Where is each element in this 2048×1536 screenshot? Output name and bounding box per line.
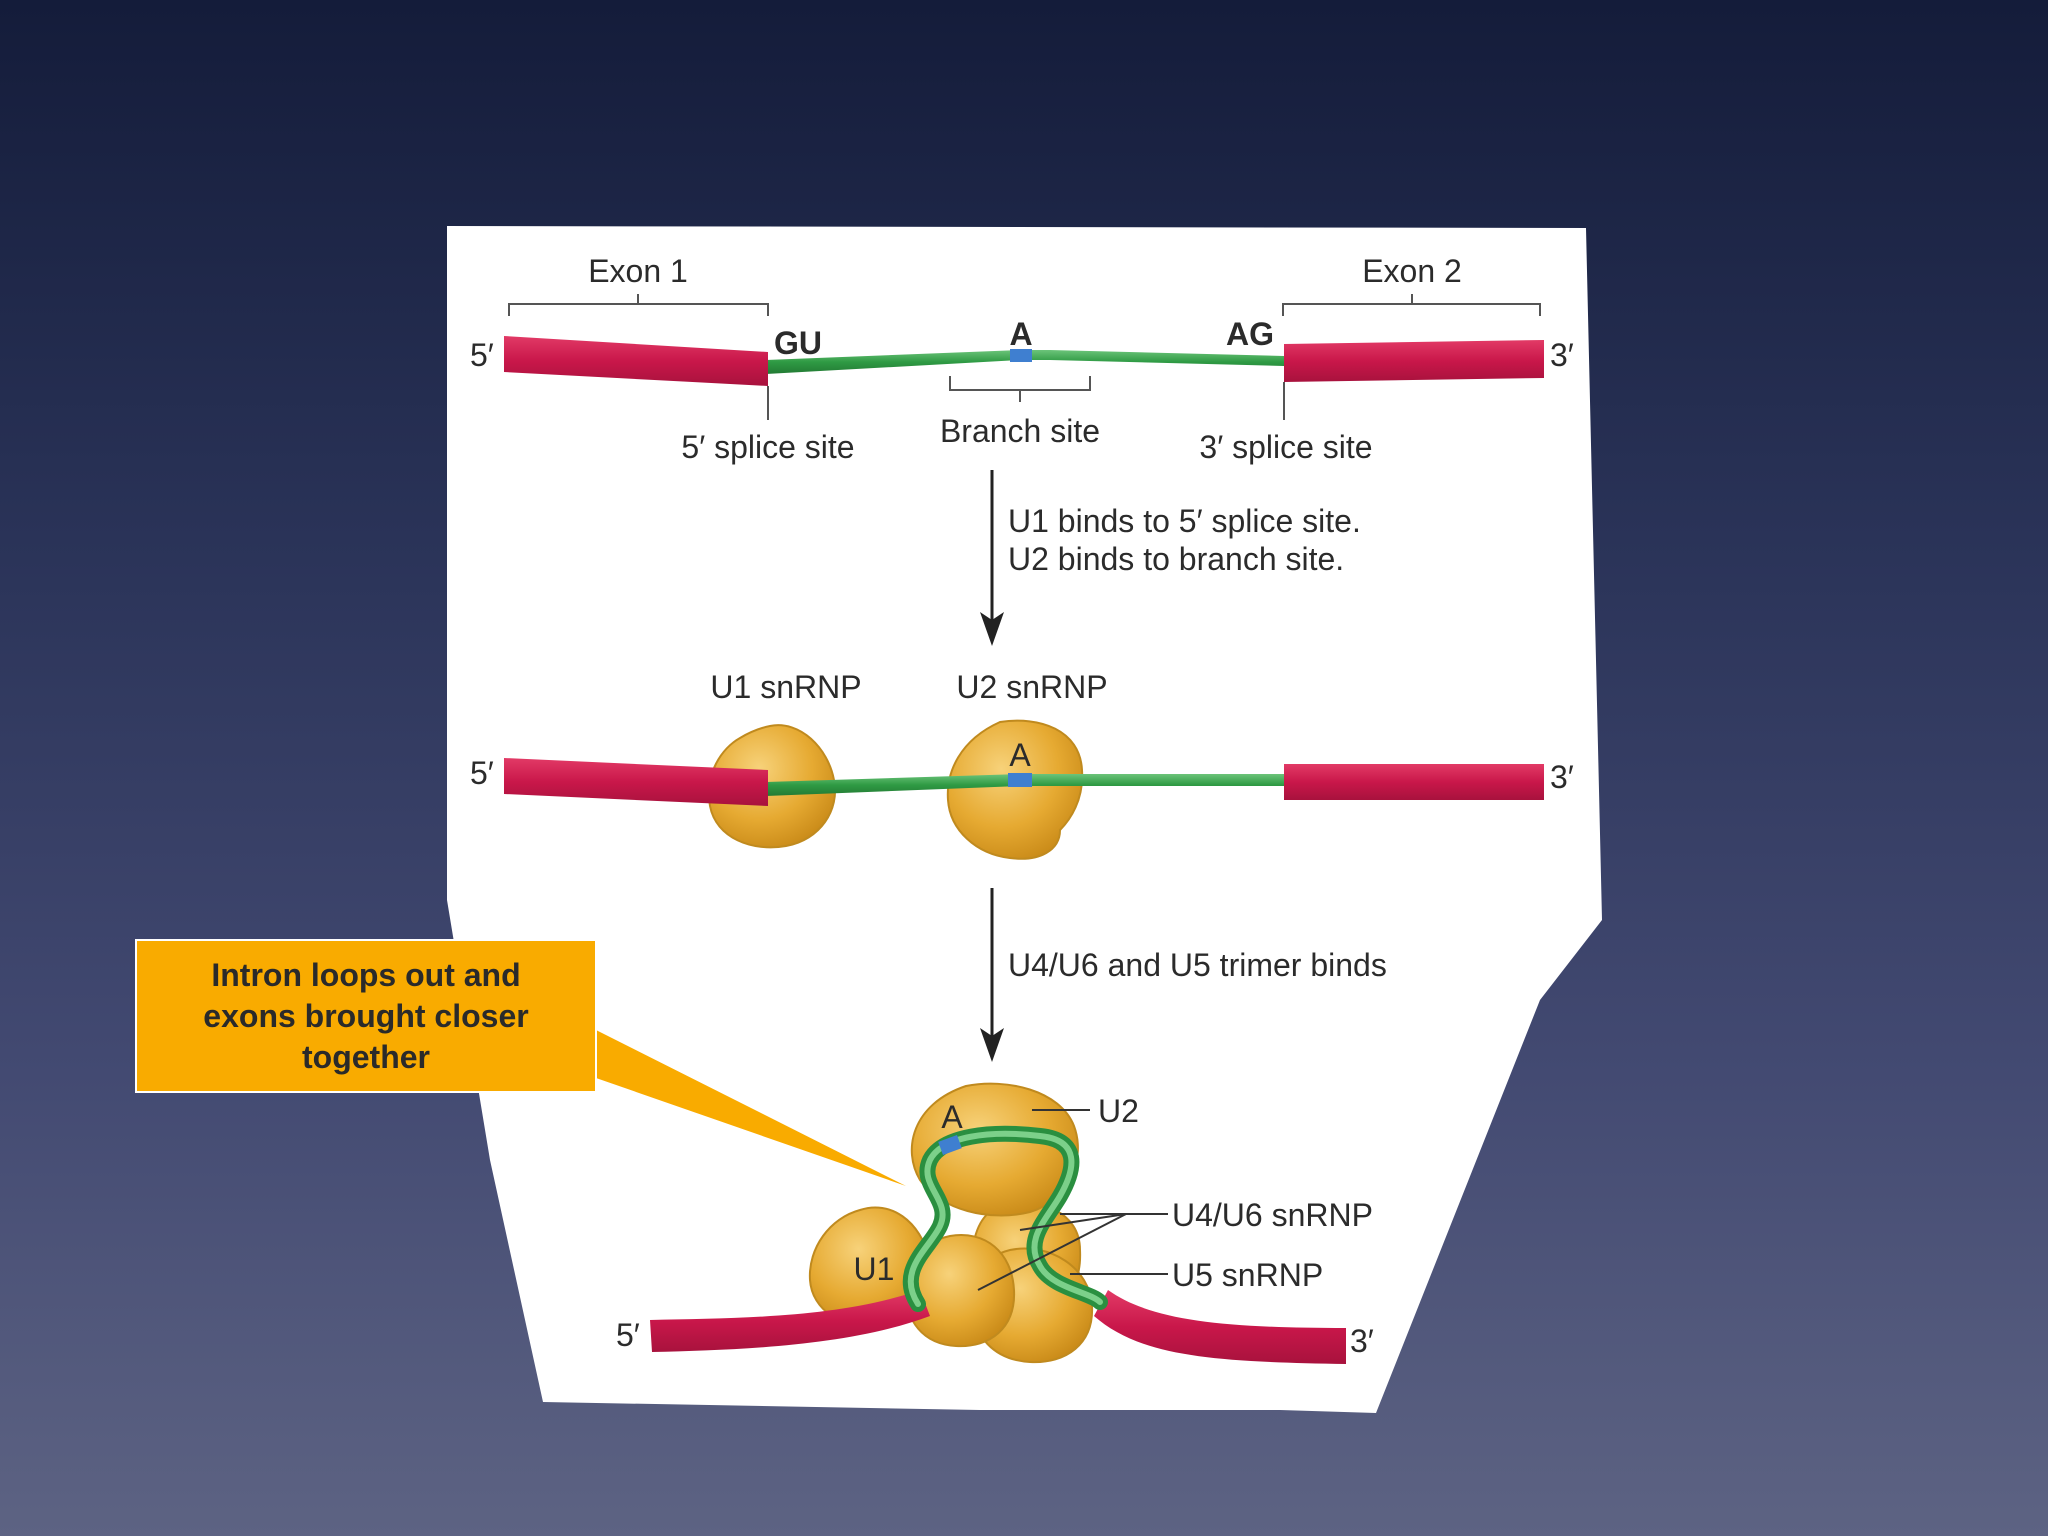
u46-leader-a [1019, 1213, 1127, 1231]
step1-text-line1: U1 binds to 5′ splice site. [1008, 503, 1361, 539]
callout-text: Intron loops out and exons brought close… [203, 956, 529, 1075]
callout-box [135, 939, 597, 1093]
five-prime-label-2: 5′ [470, 755, 494, 791]
branch-site-label: Branch site [940, 413, 1100, 449]
five-prime-label: 5′ [470, 337, 494, 373]
exon1-2 [504, 758, 768, 806]
branch-a-label-3: A [941, 1099, 963, 1135]
stage1-pre-mrna: Exon 1 Exon 2 5′ 3′ GU A AG 5′ splice si… [470, 253, 1574, 465]
exon1 [504, 336, 768, 386]
exon2-label: Exon 2 [1362, 253, 1462, 289]
u46-snrnp-label: U4/U6 snRNP [1172, 1197, 1373, 1233]
intron [766, 350, 1284, 374]
branch-a-label-2: A [1009, 737, 1031, 773]
branch-point-a [1010, 349, 1032, 362]
ag-label: AG [1226, 316, 1274, 352]
u5-snrnp-label: U5 snRNP [1172, 1257, 1323, 1293]
branch-point-a-2 [1008, 773, 1032, 787]
three-splice-site-label: 3′ splice site [1199, 429, 1372, 465]
three-prime-label-2: 3′ [1550, 759, 1574, 795]
callout-pointer [596, 1030, 906, 1186]
exon1-3 [650, 1290, 930, 1352]
five-prime-label-3: 5′ [616, 1317, 640, 1353]
branch-site-bracket [949, 376, 1091, 402]
branch-point-a-3 [938, 1135, 962, 1155]
three-prime-label: 3′ [1550, 337, 1574, 373]
step1-text-line2: U2 binds to branch site. [1008, 541, 1344, 577]
step1-arrow [980, 470, 1004, 646]
stage2-u1-u2-bound: U1 snRNP U2 snRNP 5′ 3′ A [470, 669, 1574, 860]
u1-snrnp-label: U1 snRNP [710, 669, 861, 705]
branch-a-label: A [1009, 316, 1032, 352]
five-splice-site-label: 5′ splice site [681, 429, 854, 465]
u2-blob [910, 1082, 1079, 1217]
u2-snrnp-label: U2 snRNP [956, 669, 1107, 705]
u1-inner-label: U1 [854, 1251, 895, 1287]
u46-leader-b [977, 1213, 1127, 1291]
step2-arrow [980, 888, 1004, 1062]
exon2 [1284, 340, 1544, 382]
three-prime-label-3: 3′ [1350, 1323, 1374, 1359]
exon1-label: Exon 1 [588, 253, 688, 289]
stage3-spliceosome: A U1 U2 U4/U6 snRNP U5 snRNP 5′ 3′ [616, 1082, 1374, 1364]
exon2-bracket [1282, 294, 1541, 316]
u2-label: U2 [1098, 1093, 1139, 1129]
gu-label: GU [774, 325, 822, 361]
exon1-bracket [508, 294, 769, 316]
exon2-3 [1094, 1290, 1346, 1364]
step2-text: U4/U6 and U5 trimer binds [1008, 947, 1387, 983]
exon2-2 [1284, 764, 1544, 800]
